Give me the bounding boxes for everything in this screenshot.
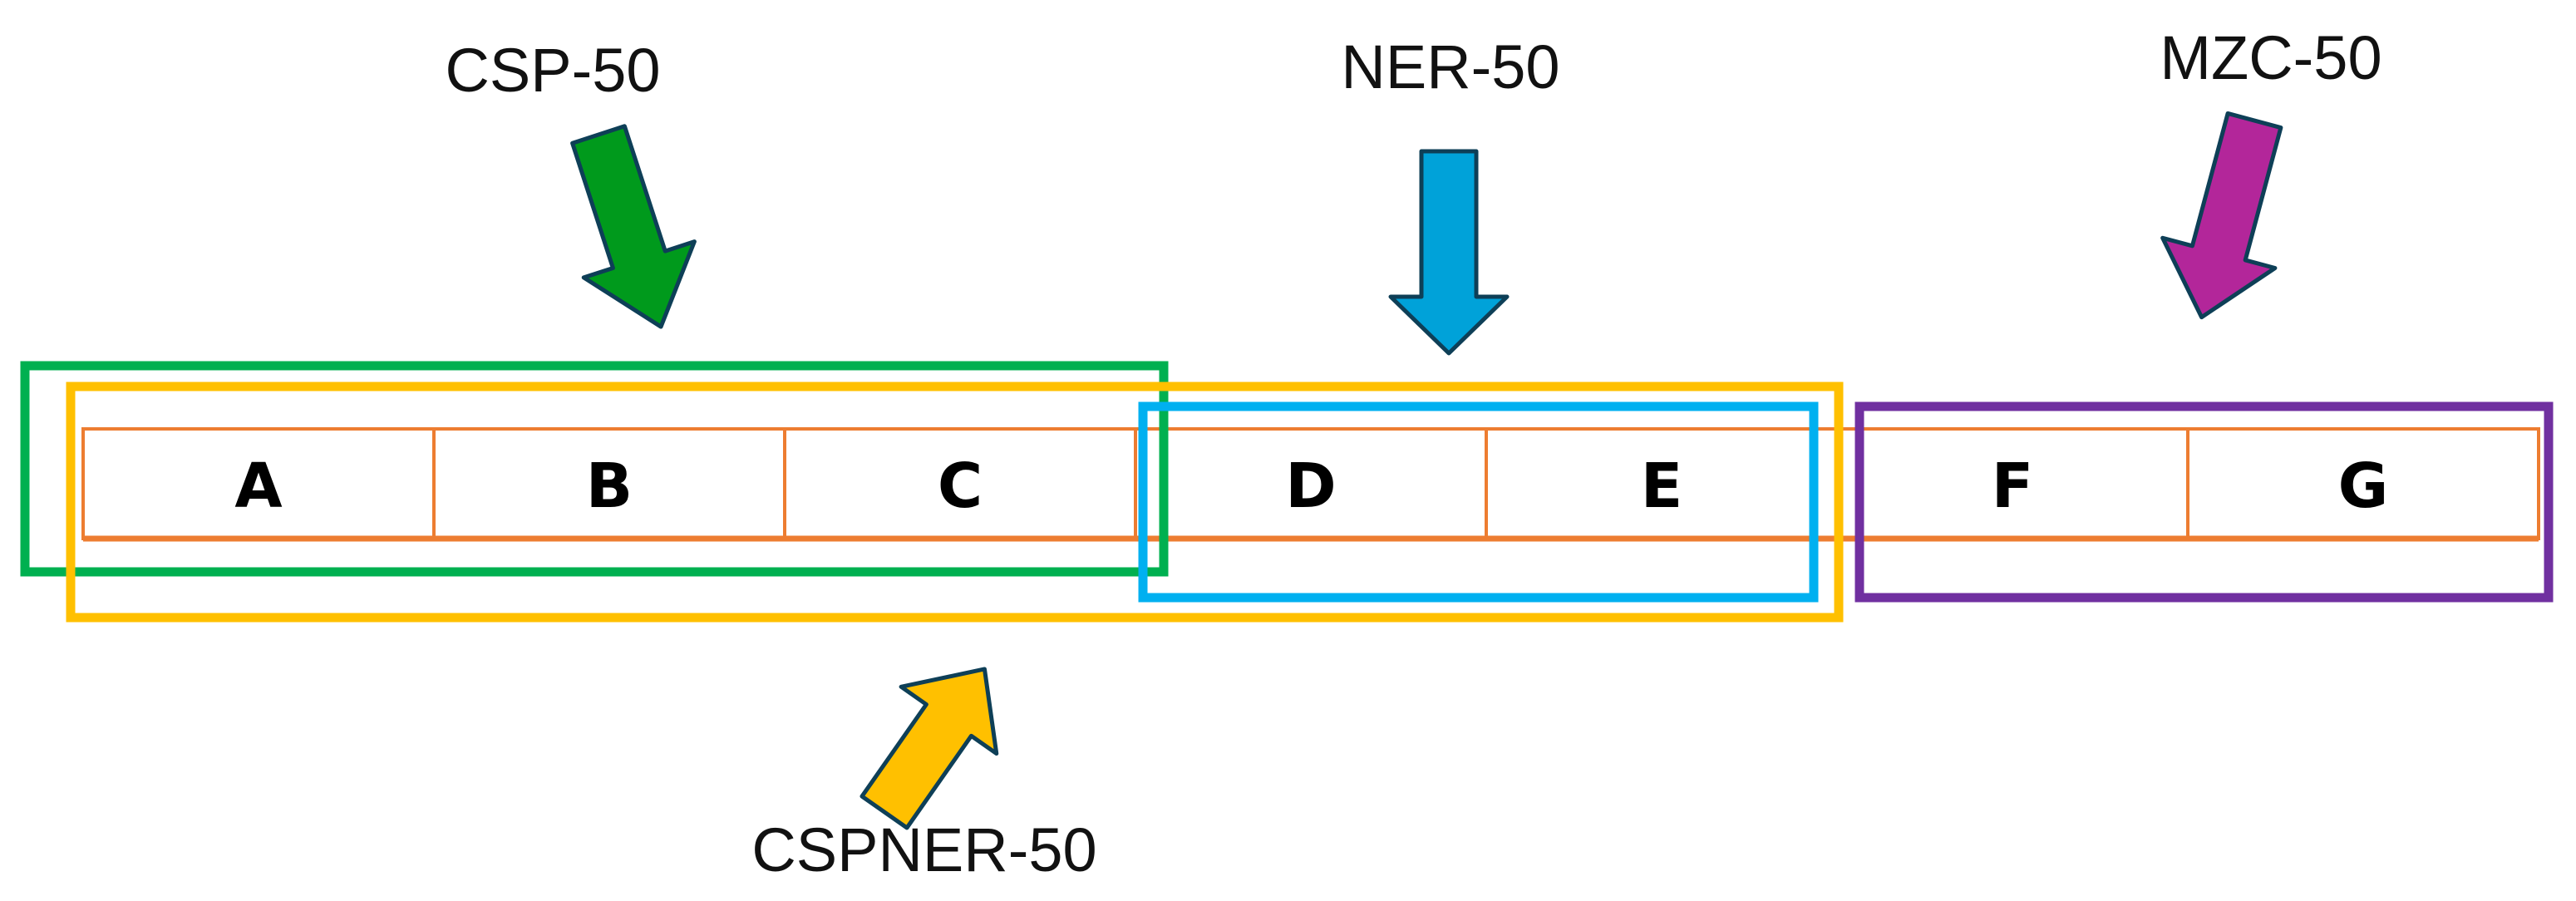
cspner-group-frame	[66, 382, 1844, 623]
mzc-group-label: MZC-50	[2160, 23, 2381, 92]
cspner-arrow-icon	[859, 667, 999, 830]
csp-group-label: CSP-50	[445, 36, 660, 105]
segment-c-label: C	[938, 450, 983, 522]
csp-group-frame	[20, 361, 1169, 577]
segment-d-label: D	[1285, 450, 1336, 522]
segment-g-label: G	[2338, 450, 2389, 522]
segment-b-label: B	[586, 450, 633, 522]
segment-f-label: F	[1992, 450, 2034, 522]
segment-e-label: E	[1641, 450, 1683, 522]
ner-group-frame	[1138, 401, 1819, 603]
mzc-group-frame	[1854, 401, 2554, 603]
ner-arrow-icon	[1388, 149, 1510, 356]
cspner-group-label: CSPNER-50	[751, 815, 1096, 884]
csp-arrow-icon	[570, 124, 697, 329]
mzc-arrow-icon	[2160, 111, 2283, 320]
segment-a-label: A	[234, 450, 282, 522]
segment-strip: A B C D E F G	[81, 427, 2540, 542]
ner-group-label: NER-50	[1341, 32, 1559, 101]
